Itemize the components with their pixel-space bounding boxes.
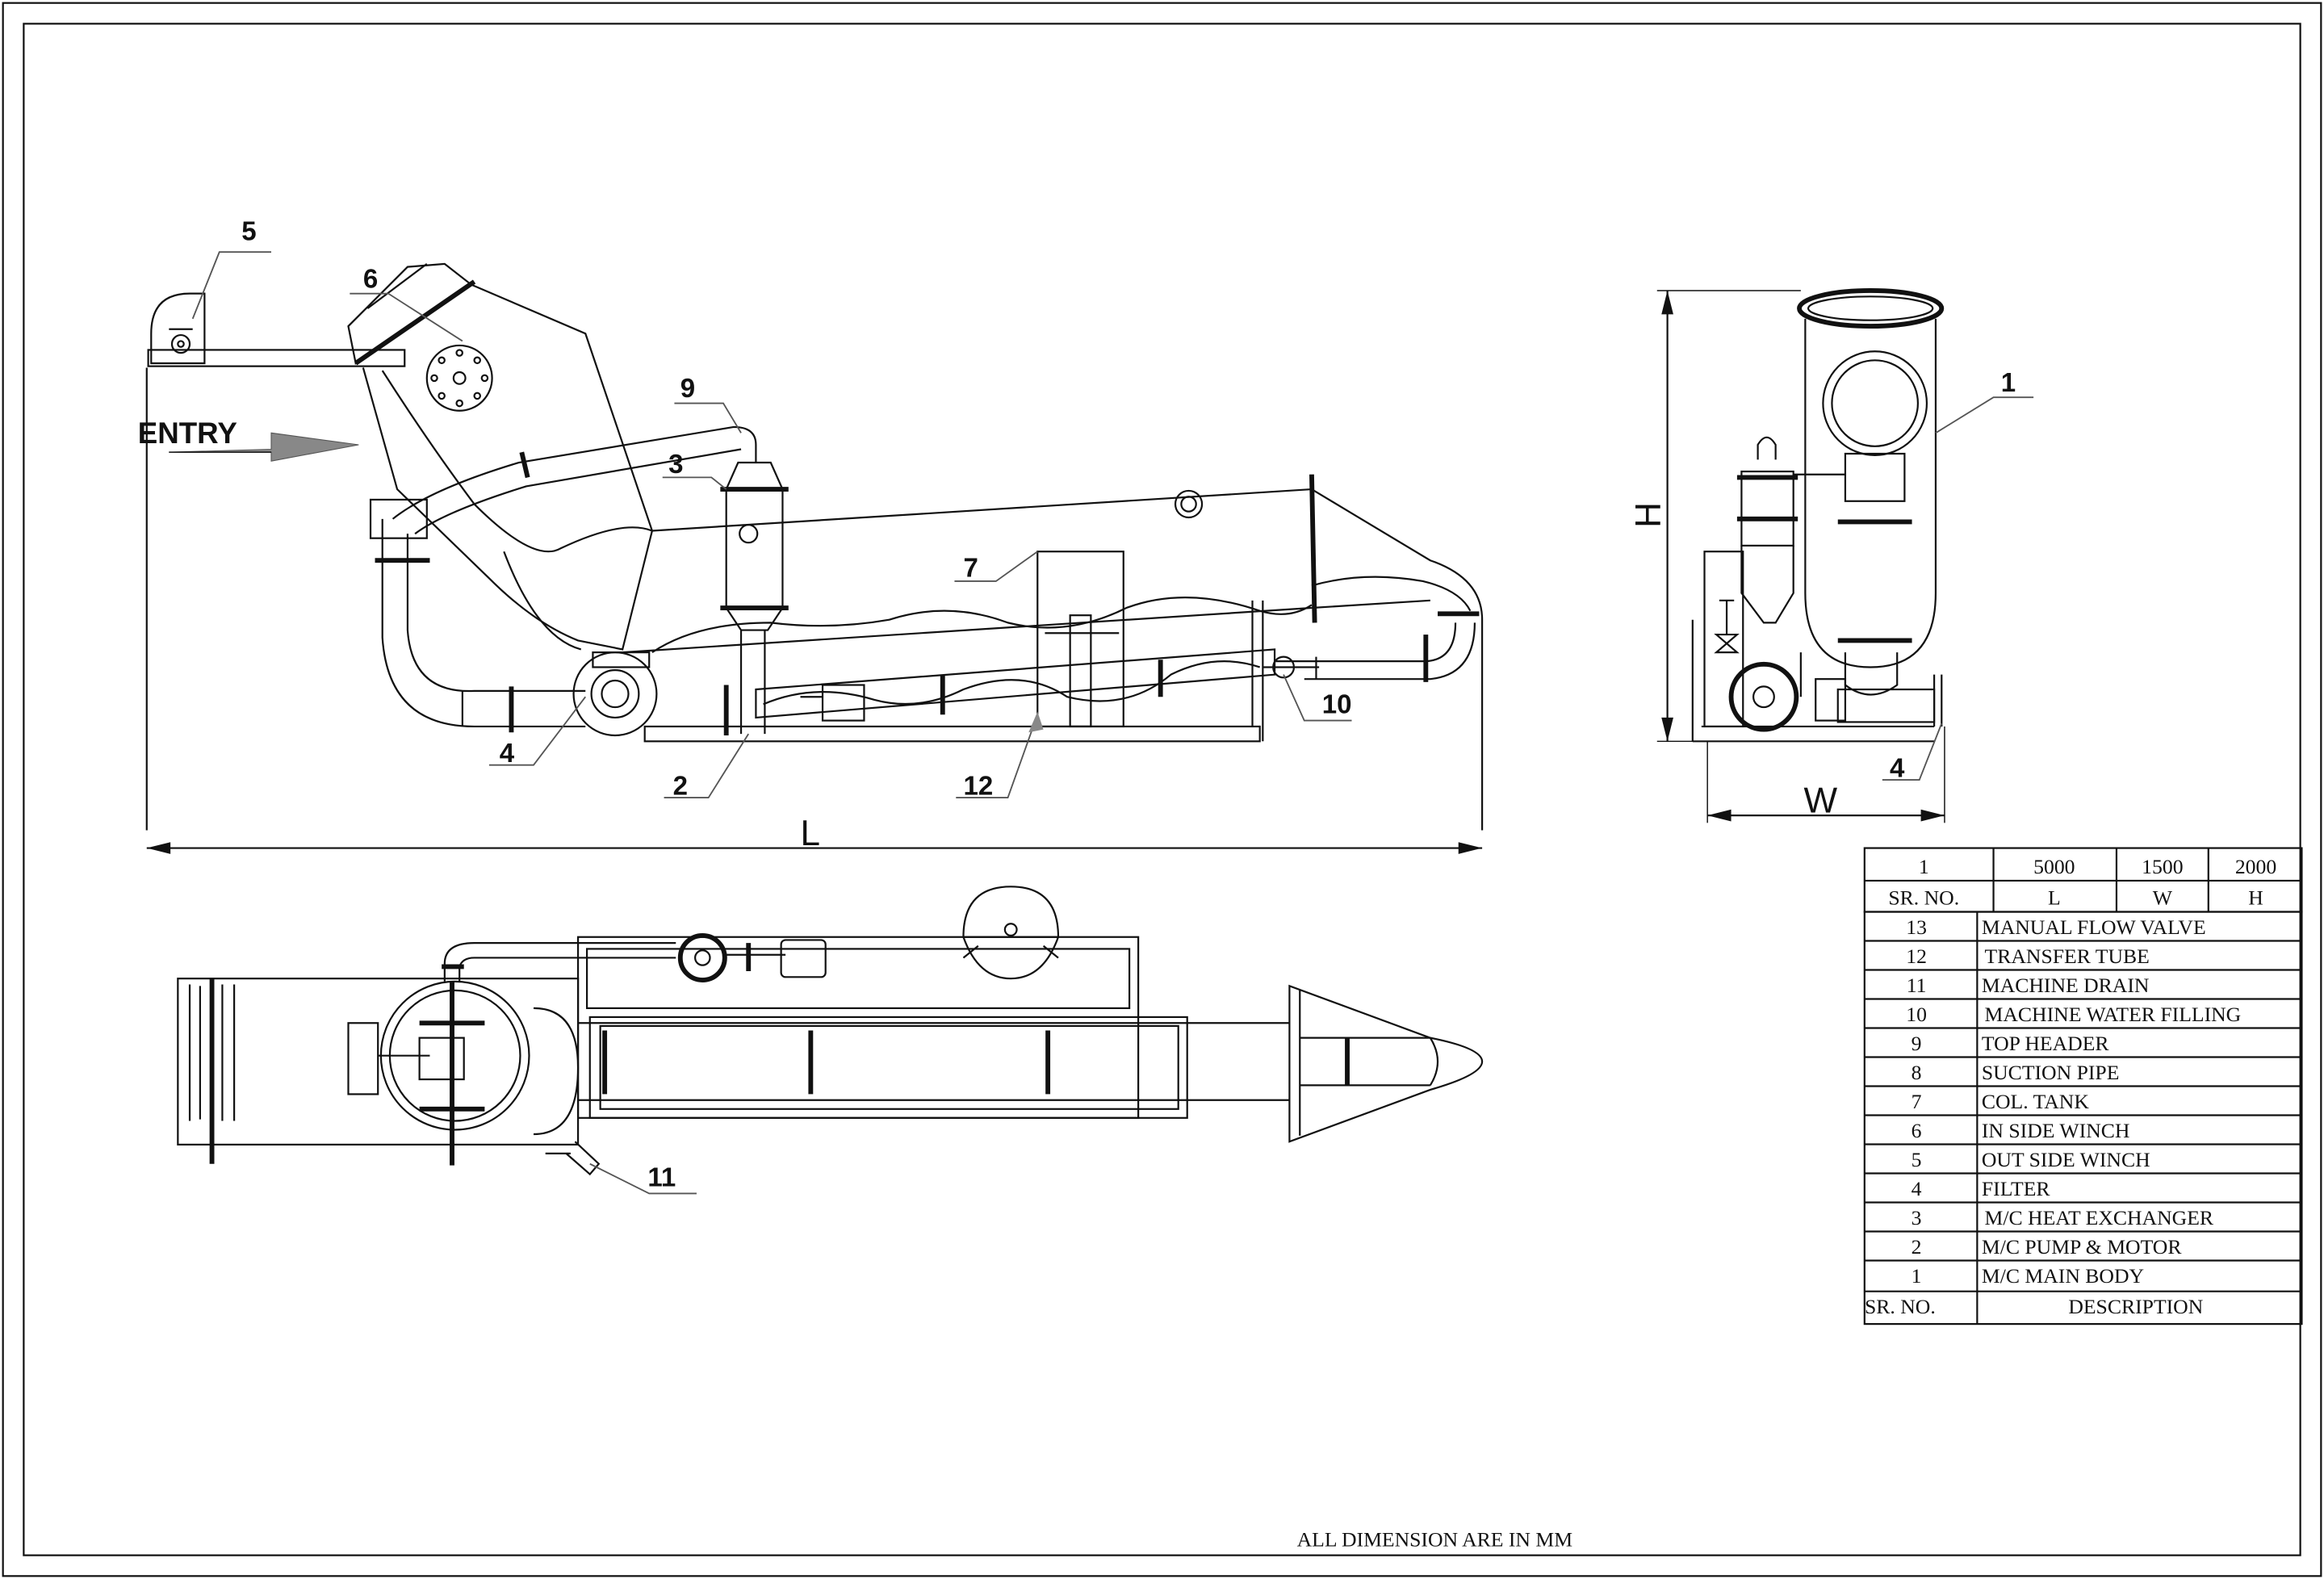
parts-row-srno: 9 bbox=[1912, 1032, 1922, 1055]
parts-row-description: TRANSFER TUBE bbox=[1985, 944, 2150, 968]
manual-flow-valve bbox=[677, 932, 727, 982]
parts-footer-description: DESCRIPTION bbox=[2068, 1295, 2203, 1318]
footnote: ALL DIMENSION ARE IN MM bbox=[1297, 1528, 1573, 1552]
parts-row-description: FILTER bbox=[1982, 1177, 2051, 1200]
outside-winch bbox=[150, 292, 206, 365]
callout-7: 7 bbox=[963, 553, 978, 583]
callout-11: 11 bbox=[647, 1162, 676, 1192]
parts-row-srno: 10 bbox=[1906, 1003, 1927, 1026]
parts-row-description: M/C MAIN BODY bbox=[1982, 1264, 2144, 1288]
parts-row-description: SUCTION PIPE bbox=[1982, 1061, 2120, 1084]
entry-label: ENTRY bbox=[138, 417, 237, 450]
dimension-label-h: H bbox=[1628, 502, 1668, 528]
callout-5: 5 bbox=[241, 217, 256, 247]
inside-winch-chute bbox=[347, 262, 473, 365]
callout-1: 1 bbox=[2001, 368, 2016, 398]
side-elevation-view: ENTRY 5 6 9 3 7 10 4 2 12 L bbox=[138, 217, 1484, 854]
parts-row-description: TOP HEADER bbox=[1982, 1032, 2110, 1055]
inside-winch-drum bbox=[425, 344, 493, 412]
parts-row-srno: 7 bbox=[1912, 1090, 1922, 1113]
end-view: H W 1 4 bbox=[1628, 288, 2034, 823]
base-frame bbox=[643, 725, 1261, 743]
callout-3: 3 bbox=[668, 450, 683, 480]
parts-row-description: OUT SIDE WINCH bbox=[1982, 1148, 2150, 1171]
callout-9: 9 bbox=[680, 374, 695, 404]
size-row2-w: W bbox=[2153, 886, 2173, 909]
size-row1-l: 5000 bbox=[2033, 855, 2075, 878]
callout-6: 6 bbox=[363, 264, 378, 294]
parts-row-srno: 11 bbox=[1907, 974, 1927, 997]
parts-row-srno: 3 bbox=[1912, 1206, 1922, 1229]
parts-row-description: M/C HEAT EXCHANGER bbox=[1985, 1206, 2214, 1229]
parts-row-srno: 13 bbox=[1906, 915, 1927, 939]
top-header-pipe bbox=[392, 425, 757, 520]
callout-12: 12 bbox=[963, 771, 993, 801]
size-row1-srno: 1 bbox=[1919, 855, 1929, 878]
parts-row-srno: 2 bbox=[1912, 1235, 1922, 1259]
motor bbox=[821, 684, 865, 722]
parts-row-srno: 8 bbox=[1912, 1061, 1922, 1084]
parts-row-description: COL. TANK bbox=[1982, 1090, 2089, 1113]
parts-footer-srno: SR. NO. bbox=[1865, 1295, 1936, 1318]
size-row1-h: 2000 bbox=[2235, 855, 2276, 878]
dimension-label-l: L bbox=[800, 814, 820, 853]
parts-row-description: MACHINE DRAIN bbox=[1982, 974, 2150, 997]
size-row2-l: L bbox=[2048, 886, 2061, 909]
callout-4-end: 4 bbox=[1890, 753, 1905, 783]
main-body-vessel bbox=[1804, 318, 1937, 668]
parts-row-description: M/C PUMP & MOTOR bbox=[1982, 1235, 2182, 1259]
size-row2-h: H bbox=[2248, 886, 2263, 909]
size-table: 1 5000 1500 2000 SR. NO. L W H bbox=[1863, 847, 2303, 913]
size-row1-w: 1500 bbox=[2142, 855, 2183, 878]
size-row2-srno: SR. NO. bbox=[1888, 886, 1959, 909]
parts-row-srno: 4 bbox=[1912, 1177, 1922, 1200]
plan-view: 11 bbox=[177, 886, 1484, 1195]
parts-row-description: IN SIDE WINCH bbox=[1982, 1119, 2130, 1142]
pump bbox=[572, 651, 658, 737]
parts-row-srno: 6 bbox=[1912, 1119, 1922, 1142]
outside-winch-hub bbox=[170, 333, 191, 354]
callout-2: 2 bbox=[673, 771, 688, 801]
viewing-port bbox=[1174, 489, 1204, 519]
main-body-j-tube bbox=[362, 283, 654, 651]
parts-row-srno: 12 bbox=[1906, 944, 1927, 968]
suction-pipe bbox=[381, 518, 586, 728]
callout-4-side: 4 bbox=[500, 739, 515, 769]
dimension-label-w: W bbox=[1804, 781, 1838, 820]
callout-10: 10 bbox=[1322, 689, 1352, 719]
inner-frame bbox=[23, 23, 2301, 1556]
heat-exchanger bbox=[725, 488, 784, 609]
winch-beam bbox=[147, 349, 406, 367]
parts-row-description: MACHINE WATER FILLING bbox=[1985, 1003, 2242, 1026]
transfer-tube bbox=[755, 648, 1276, 719]
parts-row-description: MANUAL FLOW VALVE bbox=[1982, 915, 2206, 939]
parts-row-srno: 1 bbox=[1912, 1264, 1922, 1288]
parts-row-srno: 5 bbox=[1912, 1148, 1922, 1171]
